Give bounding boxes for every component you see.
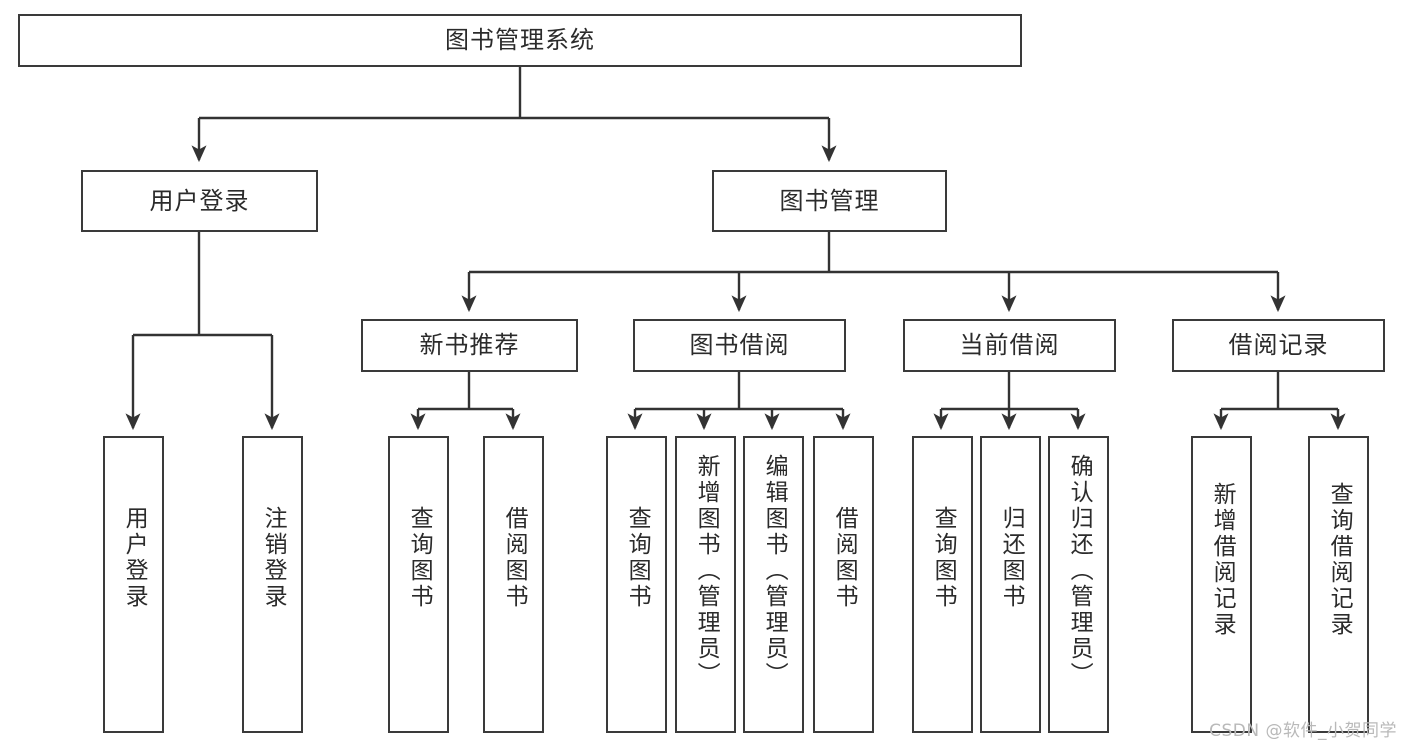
leaf-query-book-2[interactable]: 查询图书 (606, 436, 667, 733)
node-root[interactable]: 图书管理系统 (18, 14, 1022, 67)
node-new-book-recommend[interactable]: 新书推荐 (361, 319, 578, 372)
leaf-query-book-3-label: 查询图书 (930, 506, 957, 610)
node-new-book-recommend-label: 新书推荐 (419, 331, 520, 360)
node-book-management[interactable]: 图书管理 (712, 170, 947, 232)
leaf-logout-login[interactable]: 注销登录 (242, 436, 303, 733)
leaf-query-book-1-label: 查询图书 (406, 506, 433, 610)
leaf-edit-book-admin[interactable]: 编辑图书（管理员） (743, 436, 804, 733)
leaf-query-borrow-record[interactable]: 查询借阅记录 (1308, 436, 1369, 733)
leaf-add-book-admin-label: 新增图书（管理员） (693, 454, 720, 688)
node-book-borrow-label: 图书借阅 (689, 331, 790, 360)
leaf-logout-login-label: 注销登录 (260, 506, 287, 610)
leaf-confirm-return-admin-label: 确认归还（管理员） (1066, 454, 1093, 688)
leaf-confirm-return-admin[interactable]: 确认归还（管理员） (1048, 436, 1109, 733)
leaf-add-borrow-record[interactable]: 新增借阅记录 (1191, 436, 1252, 733)
node-borrow-record-label: 借阅记录 (1228, 331, 1329, 360)
leaf-add-book-admin[interactable]: 新增图书（管理员） (675, 436, 736, 733)
leaf-borrow-book-1-label: 借阅图书 (501, 506, 528, 610)
csdn-watermark: CSDN @软件_小贺同学 (1209, 721, 1397, 741)
leaf-borrow-book-1[interactable]: 借阅图书 (483, 436, 544, 733)
node-book-borrow[interactable]: 图书借阅 (633, 319, 846, 372)
leaf-borrow-book-2-label: 借阅图书 (831, 506, 858, 610)
node-root-label: 图书管理系统 (445, 26, 595, 55)
leaf-query-book-2-label: 查询图书 (624, 506, 651, 610)
node-book-management-label: 图书管理 (779, 186, 880, 215)
node-user-login-label: 用户登录 (149, 186, 250, 215)
leaf-query-borrow-record-label: 查询借阅记录 (1326, 482, 1353, 638)
node-current-borrow-label: 当前借阅 (959, 331, 1060, 360)
leaf-query-book-1[interactable]: 查询图书 (388, 436, 449, 733)
leaf-borrow-book-2[interactable]: 借阅图书 (813, 436, 874, 733)
leaf-add-borrow-record-label: 新增借阅记录 (1209, 482, 1236, 638)
leaf-return-book[interactable]: 归还图书 (980, 436, 1041, 733)
node-borrow-record[interactable]: 借阅记录 (1172, 319, 1385, 372)
leaf-user-login-label: 用户登录 (121, 506, 148, 610)
node-user-login[interactable]: 用户登录 (81, 170, 318, 232)
leaf-return-book-label: 归还图书 (998, 506, 1025, 610)
node-current-borrow[interactable]: 当前借阅 (903, 319, 1116, 372)
leaf-query-book-3[interactable]: 查询图书 (912, 436, 973, 733)
leaf-user-login[interactable]: 用户登录 (103, 436, 164, 733)
leaf-edit-book-admin-label: 编辑图书（管理员） (761, 454, 788, 688)
